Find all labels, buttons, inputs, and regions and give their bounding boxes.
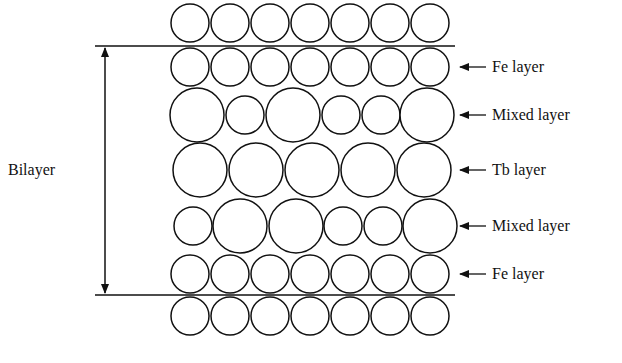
layer-label: Mixed layer	[492, 217, 570, 235]
bilayer-bounds	[95, 46, 455, 295]
atom-circles	[170, 4, 457, 335]
layer-label: Mixed layer	[492, 106, 570, 124]
pointer-arrows	[460, 67, 486, 274]
layer-label: Fe layer	[492, 58, 544, 76]
layer-label: Tb layer	[492, 161, 546, 179]
dimension-label: Bilayer	[8, 161, 55, 179]
layer-label: Fe layer	[492, 265, 544, 283]
